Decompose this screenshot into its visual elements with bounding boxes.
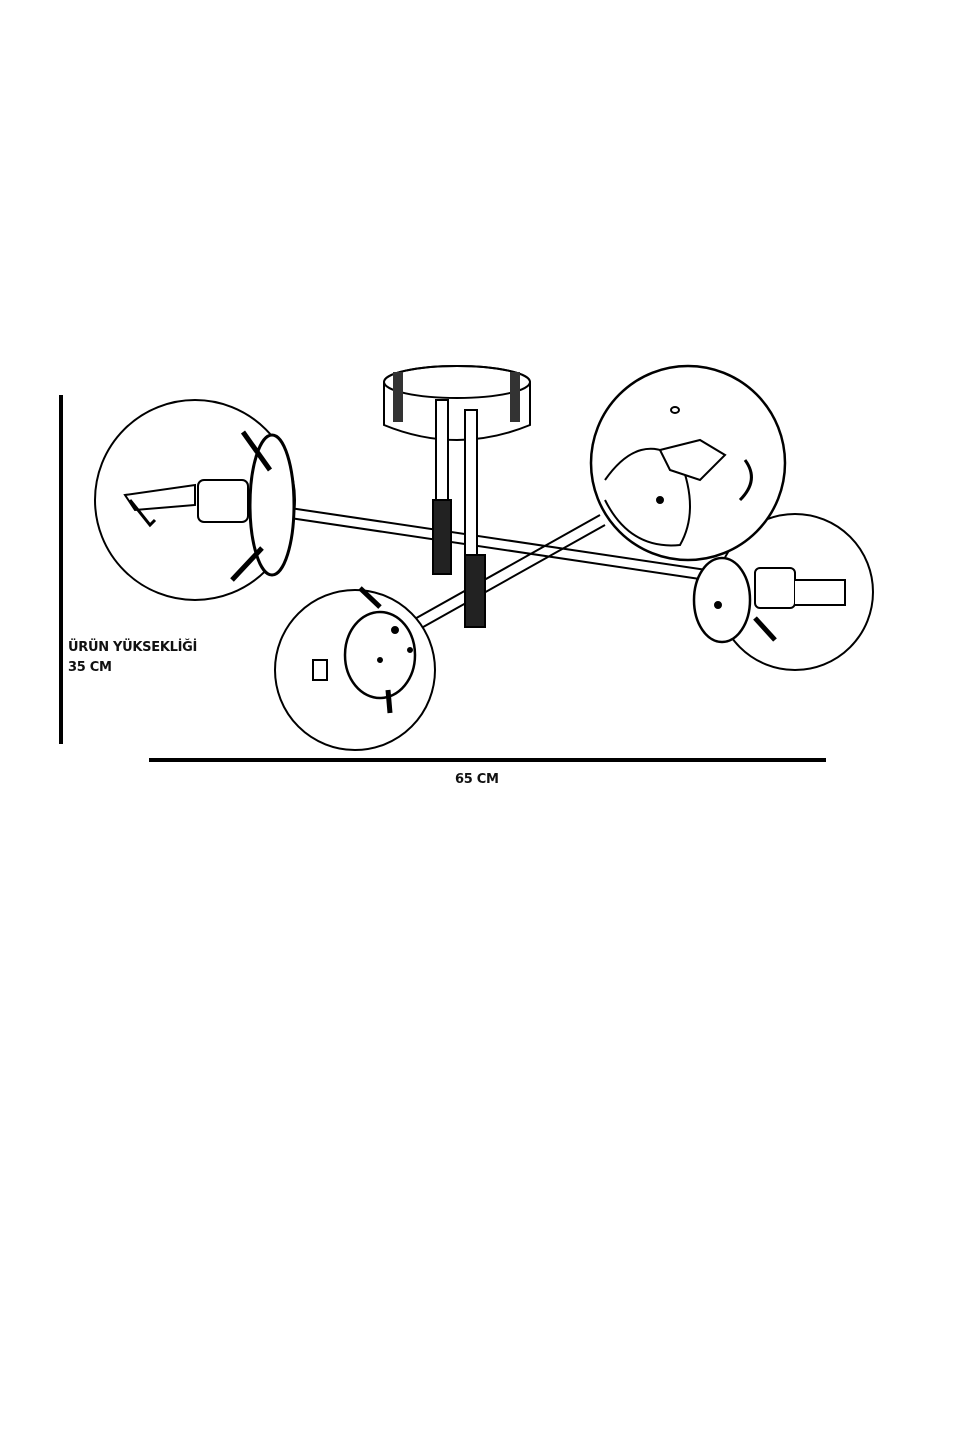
height-label-value: 35 CM [68, 660, 112, 675]
globe-upper-right [589, 364, 787, 562]
arm-left-right [289, 507, 721, 583]
globe-upper-left [94, 399, 296, 601]
globe-lower-left [274, 586, 436, 751]
width-label: 65 CM [455, 772, 499, 787]
ceiling-canopy [383, 365, 531, 441]
arm-lowerleft-upperright [394, 514, 606, 641]
height-label: ÜRÜN YÜKSEKLİĞİ 35 CM [68, 638, 197, 678]
height-dimension-line [59, 395, 63, 744]
stem-rods [432, 399, 486, 628]
height-label-title: ÜRÜN YÜKSEKLİĞİ [68, 640, 198, 655]
width-dimension-line [149, 758, 826, 762]
globe-right [692, 513, 874, 671]
